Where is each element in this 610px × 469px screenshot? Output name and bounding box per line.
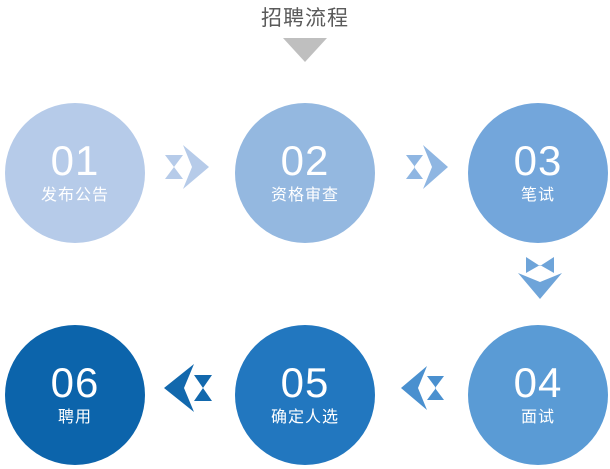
step-label: 资格审查	[270, 187, 339, 204]
process-step-06[interactable]: 06 聘用	[5, 325, 145, 465]
step-number: 01	[50, 137, 100, 184]
step-number: 06	[50, 359, 100, 406]
triangle-down-icon	[283, 38, 327, 62]
arrow-right-icon-step02-step03	[404, 139, 452, 200]
diagram-header: 招聘流程	[0, 4, 610, 62]
step-label: 确定人选	[270, 409, 339, 426]
process-step-04[interactable]: 04 面试	[468, 325, 608, 465]
step-label: 笔试	[520, 187, 555, 204]
step-number: 04	[513, 359, 563, 406]
step-label: 聘用	[57, 409, 92, 426]
step-number: 03	[513, 137, 563, 184]
process-step-03[interactable]: 03 笔试	[468, 103, 608, 243]
arrow-down-icon-step03-step04	[512, 255, 568, 308]
page-title: 招聘流程	[261, 7, 349, 30]
step-label: 发布公告	[40, 187, 109, 204]
process-step-05[interactable]: 05 确定人选	[235, 325, 375, 465]
process-step-01[interactable]: 01 发布公告	[5, 103, 145, 243]
arrow-left-icon-step05-step06	[160, 358, 214, 423]
arrow-right-icon-step01-step02	[163, 139, 213, 200]
step-label: 面试	[520, 409, 555, 426]
arrow-left-icon-step04-step05	[396, 360, 446, 421]
step-number: 02	[280, 137, 330, 184]
step-number: 05	[280, 359, 330, 406]
process-step-02[interactable]: 02 资格审查	[235, 103, 375, 243]
